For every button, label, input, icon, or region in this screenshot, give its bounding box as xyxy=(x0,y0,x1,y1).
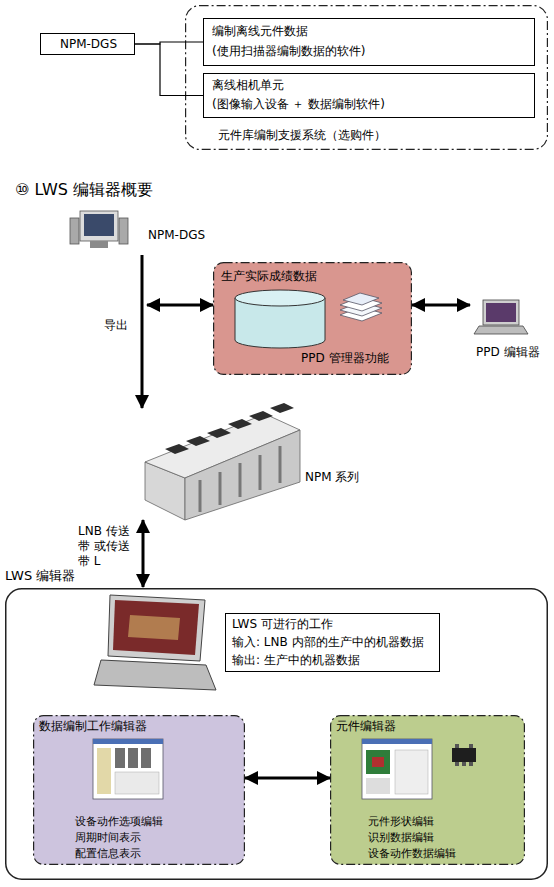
editor-frame: LWS 编辑器 LWS 可进行的工作输入: LNB 内部的生产中的机器数据输出: … xyxy=(5,567,548,880)
node-heading: 生产实际成绩数据 xyxy=(221,269,317,284)
editor-panel: 元件编辑器元件形状编辑识别数据编辑设备动作数据编辑 xyxy=(330,715,525,865)
software-box: 离线相机单元 (图像输入设备 ＋ 数据编制软件) xyxy=(203,73,535,118)
machine-module xyxy=(186,436,210,446)
node-text: PPD 管理器功能 xyxy=(301,351,389,366)
node-heading: 元件库编制支援系统（选购件） xyxy=(218,128,386,143)
machine-node: NPM 系列 xyxy=(140,405,355,520)
connector-arrow xyxy=(141,255,144,408)
connector-arrow xyxy=(245,777,330,780)
connector-arrow xyxy=(147,304,213,307)
machine-module xyxy=(207,428,231,438)
laptop-base xyxy=(474,326,528,334)
node-text: (使用扫描器编制数据的软件) xyxy=(212,44,365,59)
software-box: 编制离线元件数据 (使用扫描器编制数据的软件) xyxy=(203,18,535,66)
node-heading: 元件编辑器 xyxy=(336,719,396,734)
node-text: (图像输入设备 ＋ 数据编制软件) xyxy=(212,97,385,112)
connector-line xyxy=(135,42,203,44)
node-heading: LWS 编辑器 xyxy=(5,568,75,584)
laptop-lid xyxy=(483,300,519,325)
machine-module xyxy=(228,419,252,429)
monitor-icon xyxy=(80,211,118,241)
monitor-stand xyxy=(90,241,108,248)
node-text: 识别数据编辑 xyxy=(368,831,434,845)
laptop-screen xyxy=(486,303,516,322)
monitor-screen xyxy=(84,214,114,236)
node-heading: LWS 可进行的工作 xyxy=(232,617,333,632)
dashdot-frame xyxy=(214,263,412,375)
machine-side xyxy=(185,430,300,520)
node-text: 输入: LNB 内部的生产中的机器数据 xyxy=(232,635,424,650)
edge-label: 导出 xyxy=(104,318,134,333)
option-group: 元件库编制支援系统（选购件） 编制离线元件数据 (使用扫描器编制数据的软件) 离线相机… xyxy=(185,5,548,150)
computer-node: NPM-DGS xyxy=(65,208,200,255)
section-title: ⑩ LWS 编辑器概要 xyxy=(15,180,153,200)
speaker-icon xyxy=(119,218,128,244)
node-heading: NPM 系列 xyxy=(305,470,359,485)
machine-module xyxy=(165,444,189,454)
machine-feeder xyxy=(279,446,282,483)
machine-front xyxy=(145,462,185,520)
dashdot-frame xyxy=(186,6,548,150)
machine-module xyxy=(270,403,294,413)
node-text: 设备动作数据编辑 xyxy=(368,847,456,861)
node-text: 配置信息表示 xyxy=(75,847,141,861)
node-heading: PPD 编辑器 xyxy=(476,345,540,360)
machine-feeder xyxy=(219,472,222,505)
node-heading: NPM-DGS xyxy=(148,228,205,243)
node-heading: NPM-DGS xyxy=(41,37,136,52)
data-manager-box: 生产实际成绩数据 PPD 管理器功能 xyxy=(213,262,412,375)
system-box: NPM-DGS xyxy=(40,33,135,55)
node-heading: 离线相机单元 xyxy=(212,78,284,93)
speaker-icon xyxy=(70,218,79,244)
node-text: 输出: 生产中的机器数据 xyxy=(232,653,360,668)
machine-feeder xyxy=(259,455,262,490)
machine-top xyxy=(145,414,300,478)
info-box: LWS 可进行的工作输入: LNB 内部的生产中的机器数据输出: 生产中的机器数… xyxy=(225,613,440,672)
machine-module xyxy=(249,411,273,421)
connector-arrow xyxy=(142,520,145,587)
machine-feeder xyxy=(199,480,202,512)
connector-arrow xyxy=(412,304,470,307)
dashdot-frame xyxy=(34,716,245,865)
dashdot-frame xyxy=(331,716,525,865)
rounded-frame xyxy=(6,589,548,880)
machine-feeder xyxy=(239,463,242,497)
editor-panel: 数据编制工作编辑器设备动作选项编辑周期时间表示配置信息表示 xyxy=(33,715,245,865)
node-text: 设备动作选项编辑 xyxy=(75,815,163,829)
node-text: 元件形状编辑 xyxy=(368,815,434,829)
edge-label: LNB 传送带 或传送带 L xyxy=(78,524,140,569)
laptop-node: PPD 编辑器 xyxy=(470,298,550,364)
node-text: 周期时间表示 xyxy=(75,831,141,845)
connector-line xyxy=(135,44,203,96)
node-heading: 数据编制工作编辑器 xyxy=(39,719,147,734)
node-heading: 编制离线元件数据 xyxy=(212,24,308,39)
